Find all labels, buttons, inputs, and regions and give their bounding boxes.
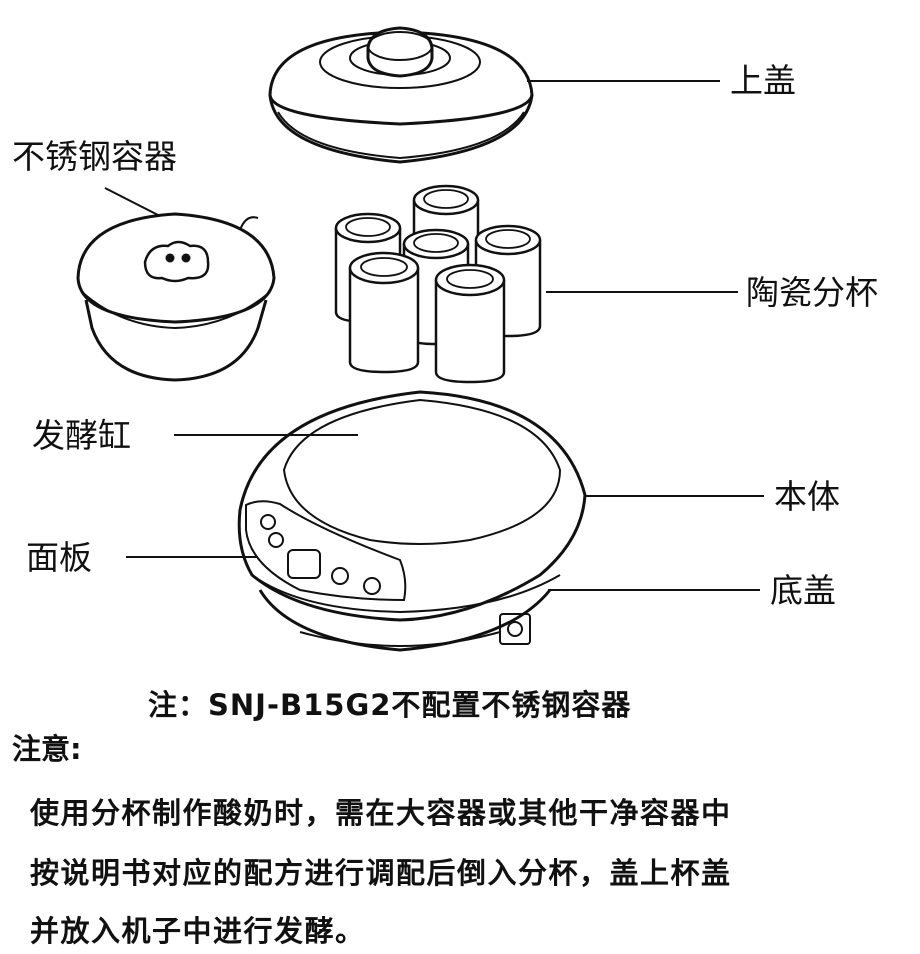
label-panel: 面板 (26, 538, 92, 577)
leader-lines (104, 80, 764, 591)
attention-heading: 注意: (12, 732, 82, 766)
label-fermenter: 发酵缸 (32, 416, 131, 455)
ceramic-cups-drawing (334, 184, 542, 384)
label-ceramic-cups: 陶瓷分杯 (746, 273, 878, 312)
exploded-parts-diagram (76, 26, 764, 652)
label-bottom-cover: 底盖 (770, 571, 836, 610)
label-top-lid: 上盖 (730, 61, 796, 100)
model-note: 注：SNJ-B15G2不配置不锈钢容器 (148, 688, 632, 722)
machine-body-drawing (237, 390, 587, 652)
label-body: 本体 (774, 477, 840, 516)
attention-line-1: 使用分杯制作酸奶时，需在大容器或其他干净容器中 (30, 796, 732, 830)
attention-line-2: 按说明书对应的配方进行调配后倒入分杯，盖上杯盖 (30, 856, 732, 890)
attention-line-3: 并放入机子中进行发酵。 (30, 914, 366, 948)
top-lid-drawing (268, 26, 534, 164)
label-steel-container: 不锈钢容器 (12, 137, 177, 176)
steel-container-drawing (76, 212, 276, 382)
